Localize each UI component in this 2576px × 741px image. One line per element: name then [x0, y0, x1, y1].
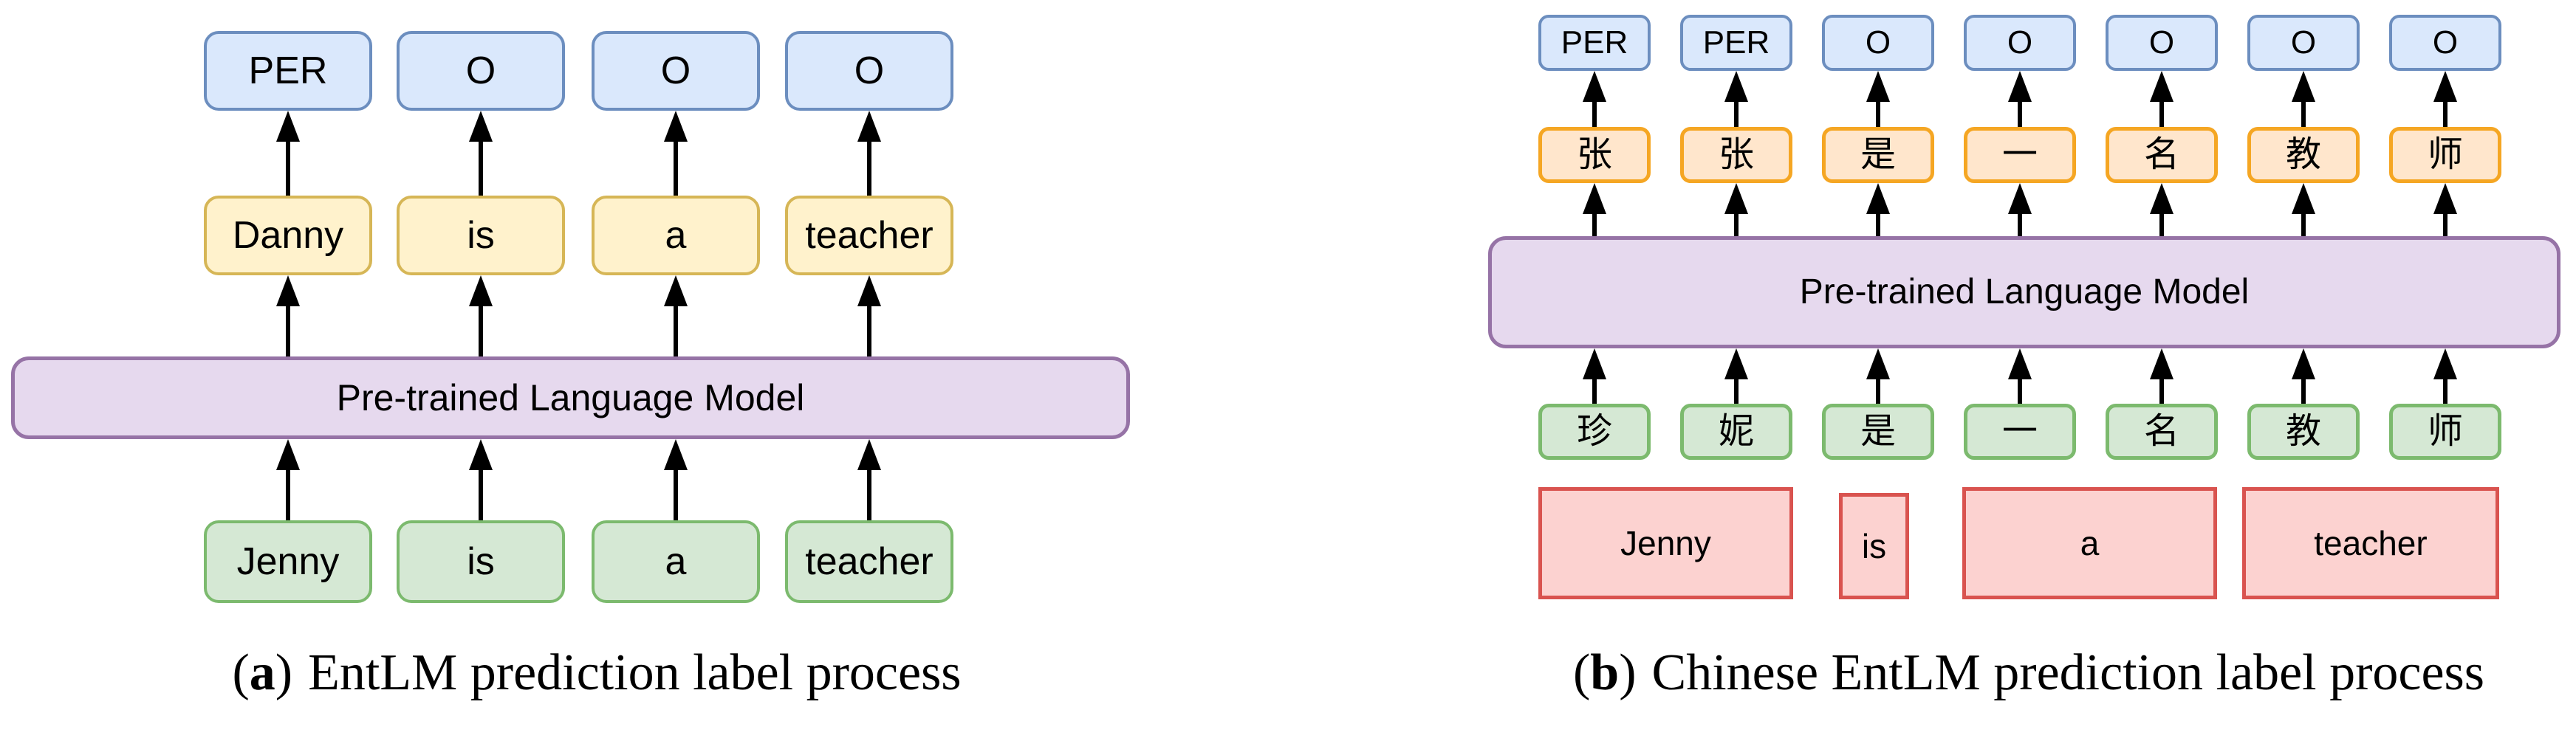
up-arrow — [1720, 71, 1753, 127]
up-arrow — [2429, 348, 2462, 404]
source-word-box: Jenny — [1538, 487, 1793, 599]
caption-a-letter: a — [249, 644, 275, 701]
token-box: 教 — [2247, 127, 2360, 183]
caption-a: (a) EntLM prediction label process — [24, 644, 1169, 703]
input-box: Jenny — [204, 520, 372, 603]
up-arrow — [272, 111, 304, 196]
up-arrow — [1578, 71, 1611, 127]
source-word-box: teacher — [2242, 487, 2499, 599]
input-box: 教 — [2247, 404, 2360, 460]
token-box: 张 — [1680, 127, 1792, 183]
token-box: Danny — [204, 196, 372, 275]
up-arrow — [2287, 183, 2320, 236]
input-box: is — [397, 520, 565, 603]
up-arrow — [1578, 183, 1611, 236]
up-arrow — [2004, 348, 2036, 404]
token-box: 师 — [2389, 127, 2501, 183]
label-box: O — [785, 31, 953, 111]
up-arrow — [1862, 71, 1894, 127]
caption-b-text: Chinese EntLM prediction label process — [1651, 644, 2485, 701]
token-box: teacher — [785, 196, 953, 275]
token-box: 张 — [1538, 127, 1651, 183]
input-box: 一 — [1964, 404, 2076, 460]
input-box: 名 — [2106, 404, 2218, 460]
label-box: PER — [1538, 15, 1651, 71]
up-arrow — [465, 439, 497, 520]
up-arrow — [465, 111, 497, 196]
up-arrow — [1862, 183, 1894, 236]
plm-box: Pre-trained Language Model — [1488, 236, 2560, 348]
token-box: a — [592, 196, 760, 275]
input-box: 珍 — [1538, 404, 1651, 460]
up-arrow — [853, 111, 886, 196]
up-arrow — [1862, 348, 1894, 404]
label-box: O — [2247, 15, 2360, 71]
up-arrow — [2145, 348, 2178, 404]
label-box: O — [2106, 15, 2218, 71]
caption-a-text: EntLM prediction label process — [308, 644, 962, 701]
token-box: is — [397, 196, 565, 275]
up-arrow — [272, 439, 304, 520]
caption-a-paren-open: ( — [232, 644, 250, 701]
label-box: PER — [204, 31, 372, 111]
up-arrow — [2004, 71, 2036, 127]
input-box: a — [592, 520, 760, 603]
label-box: O — [592, 31, 760, 111]
plm-box: Pre-trained Language Model — [11, 356, 1130, 439]
up-arrow — [2145, 71, 2178, 127]
up-arrow — [2004, 183, 2036, 236]
up-arrow — [853, 439, 886, 520]
input-box: 是 — [1822, 404, 1934, 460]
up-arrow — [660, 275, 692, 356]
caption-b: (b)Chinese EntLM prediction label proces… — [1477, 644, 2576, 703]
caption-a-paren-close: ) — [275, 644, 293, 701]
caption-b-paren-close: ) — [1619, 644, 1637, 701]
label-box: PER — [1680, 15, 1792, 71]
label-box: O — [1964, 15, 2076, 71]
token-box: 名 — [2106, 127, 2218, 183]
up-arrow — [2429, 71, 2462, 127]
up-arrow — [660, 439, 692, 520]
up-arrow — [1578, 348, 1611, 404]
up-arrow — [1720, 348, 1753, 404]
caption-b-letter: b — [1590, 644, 1620, 701]
up-arrow — [2287, 348, 2320, 404]
label-box: O — [397, 31, 565, 111]
caption-b-paren-open: ( — [1572, 644, 1591, 701]
label-box: O — [2389, 15, 2501, 71]
up-arrow — [660, 111, 692, 196]
source-word-box: a — [1962, 487, 2217, 599]
token-box: 一 — [1964, 127, 2076, 183]
up-arrow — [2145, 183, 2178, 236]
up-arrow — [465, 275, 497, 356]
up-arrow — [272, 275, 304, 356]
label-box: O — [1822, 15, 1934, 71]
token-box: 是 — [1822, 127, 1934, 183]
input-box: 妮 — [1680, 404, 1792, 460]
input-box: teacher — [785, 520, 953, 603]
up-arrow — [1720, 183, 1753, 236]
up-arrow — [2287, 71, 2320, 127]
up-arrow — [853, 275, 886, 356]
source-word-box: is — [1839, 493, 1909, 599]
up-arrow — [2429, 183, 2462, 236]
input-box: 师 — [2389, 404, 2501, 460]
